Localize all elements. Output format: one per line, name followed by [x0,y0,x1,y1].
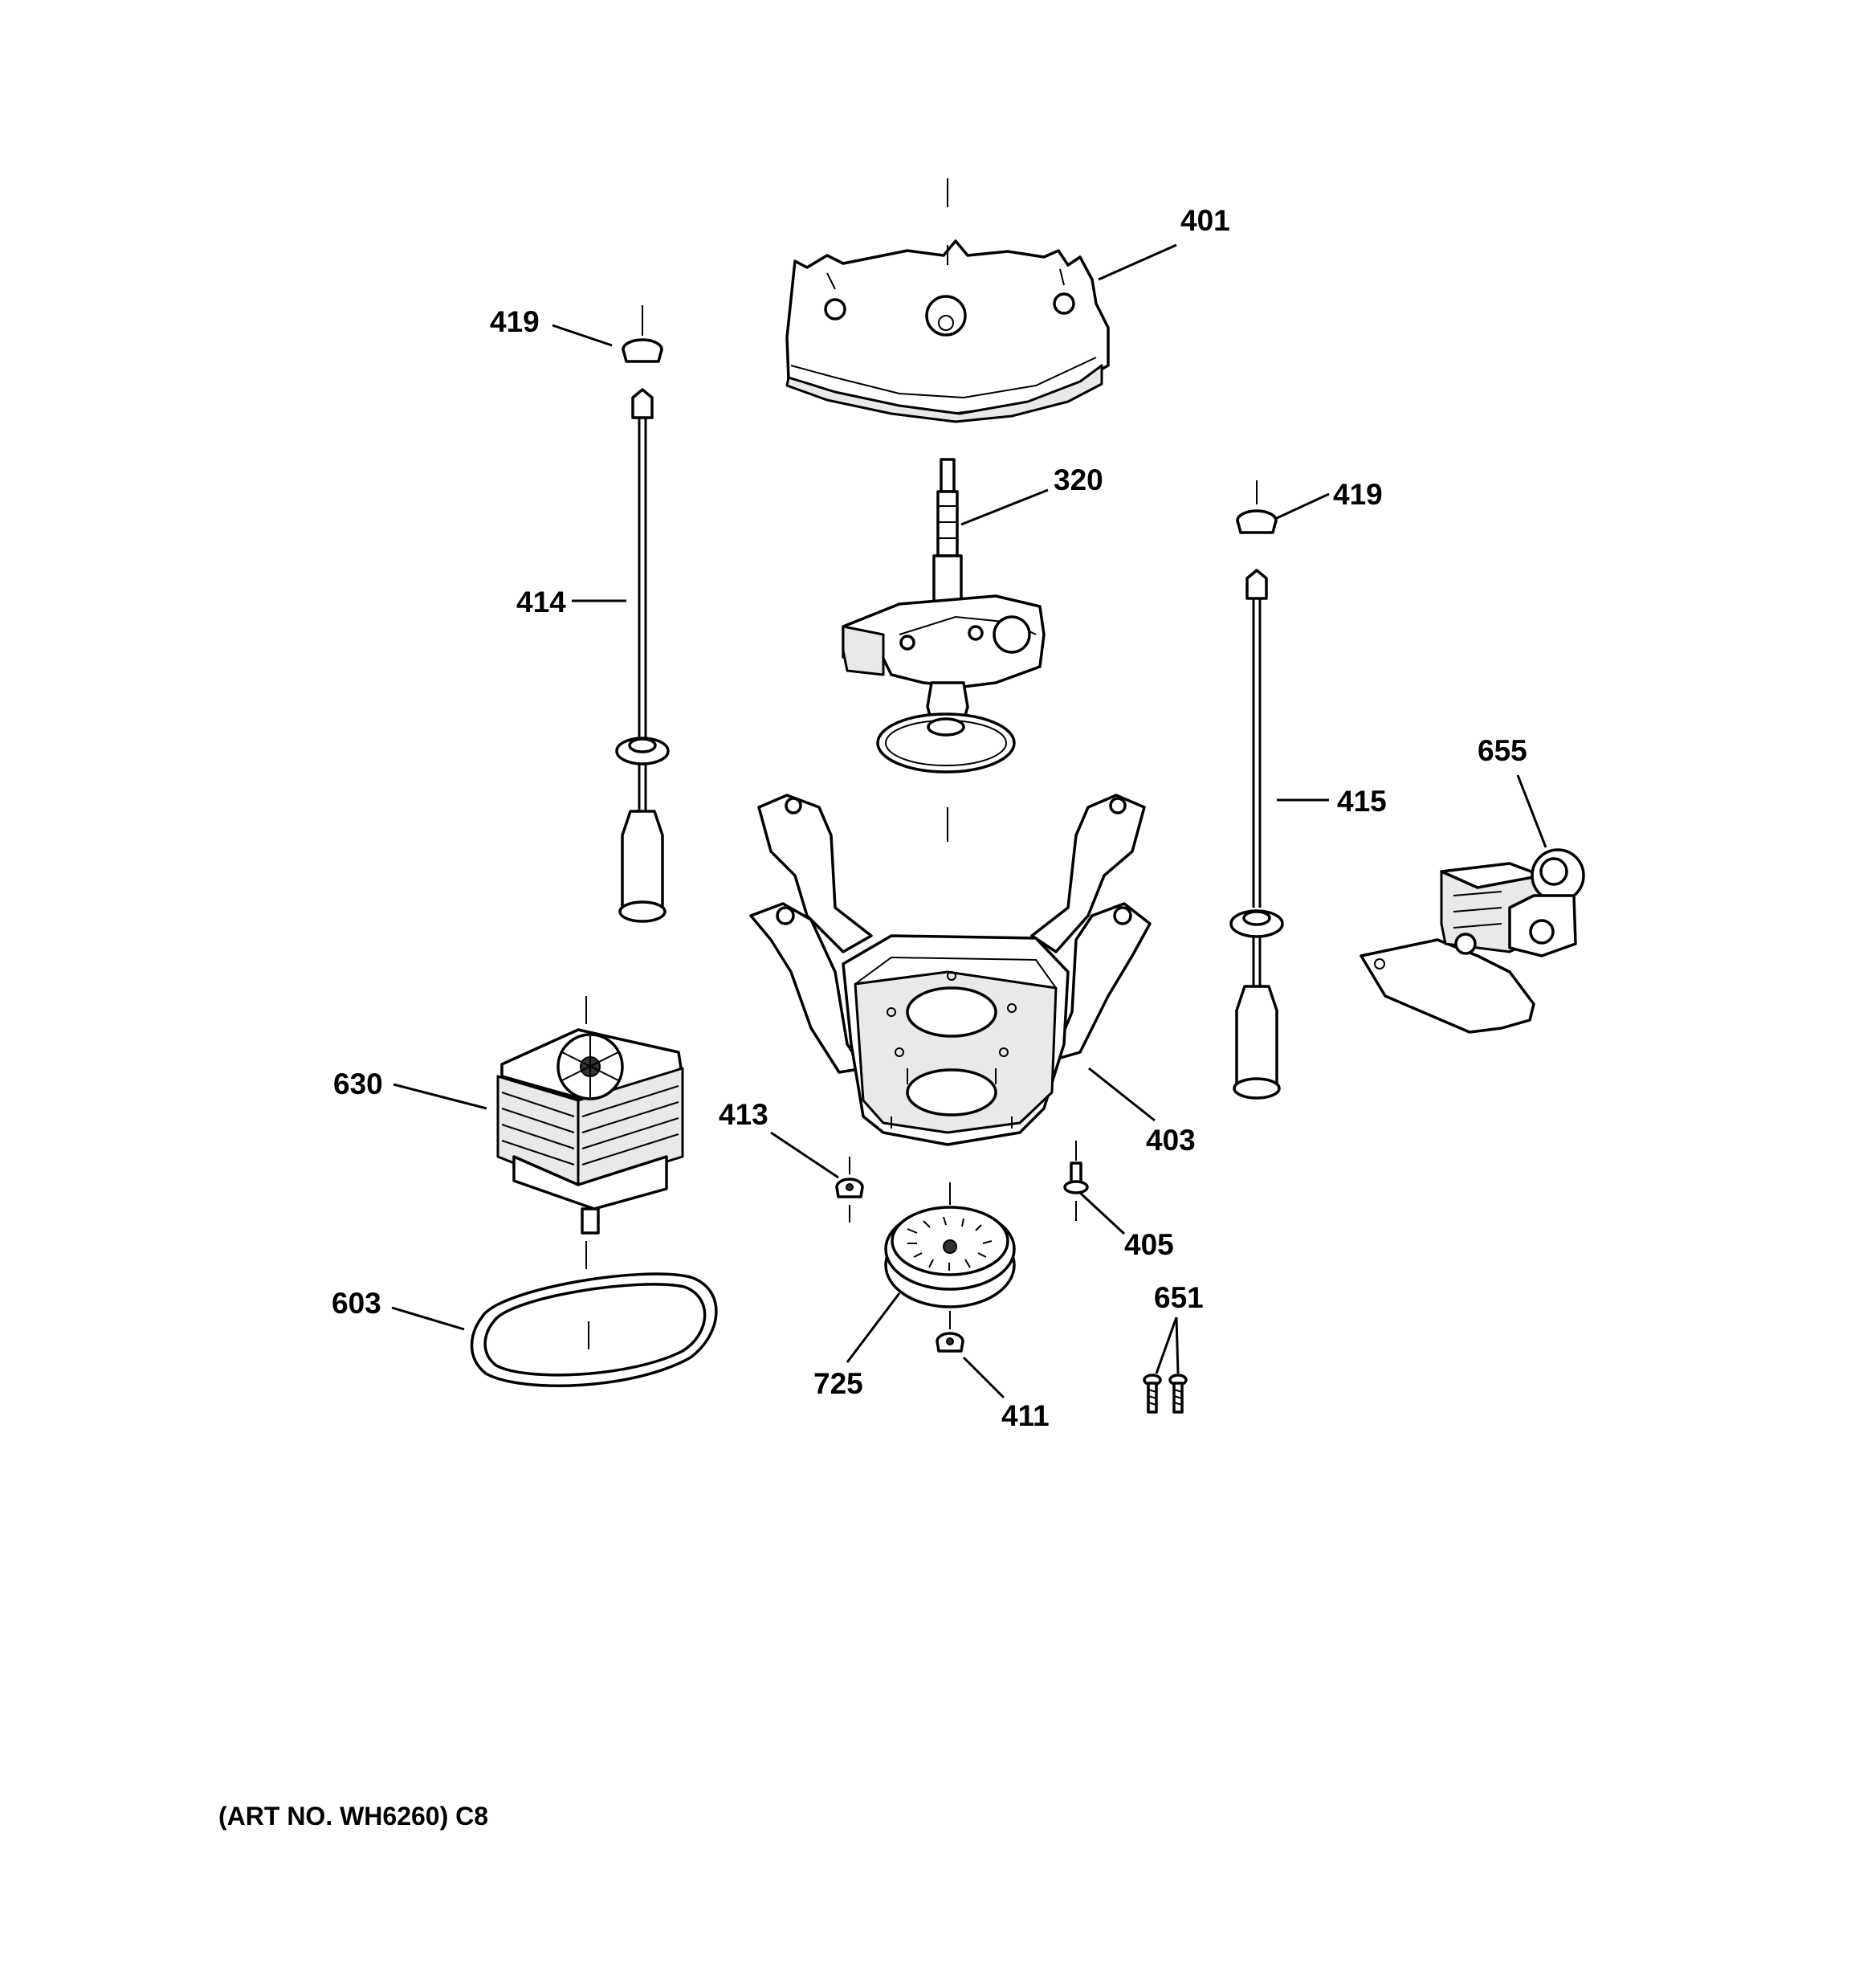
part-630-motor [496,996,684,1269]
callout-411: 411 [1001,1399,1050,1432]
callout-419-right: 419 [1333,478,1383,511]
callout-405: 405 [1124,1228,1174,1261]
part-320-transmission [842,458,1046,842]
part-725-pulley [884,1182,1016,1308]
callout-415: 415 [1337,785,1387,818]
part-413-nut [835,1157,864,1223]
callout-320: 320 [1054,463,1103,496]
part-415-right-suspension-rod [1229,569,1284,1100]
part-651-screws [1143,1374,1188,1414]
callout-414: 414 [516,586,566,618]
part-655-drain-pump [1360,848,1585,1034]
callout-725: 725 [813,1367,863,1400]
part-405-screw [1063,1141,1089,1221]
callout-651: 651 [1154,1281,1204,1314]
leader-lines [391,243,1547,1399]
part-419-right-cap [1236,480,1278,534]
part-411-nut [936,1311,964,1353]
part-603-belt [470,1272,718,1388]
callout-419-left: 419 [490,305,540,338]
part-403-suspension-base [749,794,1152,1146]
callout-413: 413 [719,1098,768,1131]
callout-401: 401 [1180,204,1230,237]
art-number: (ART NO. WH6260) C8 [218,1802,488,1831]
callout-655: 655 [1478,734,1527,767]
callout-403: 403 [1146,1124,1196,1157]
part-401-tub-cover [785,178,1110,423]
callout-603: 603 [332,1287,381,1320]
part-414-left-suspension-rod [615,388,670,923]
callout-630: 630 [333,1067,383,1100]
part-419-left-cap [622,305,663,363]
callout-labels: 401 419 320 419 414 655 415 630 413 403 … [218,204,1527,1831]
